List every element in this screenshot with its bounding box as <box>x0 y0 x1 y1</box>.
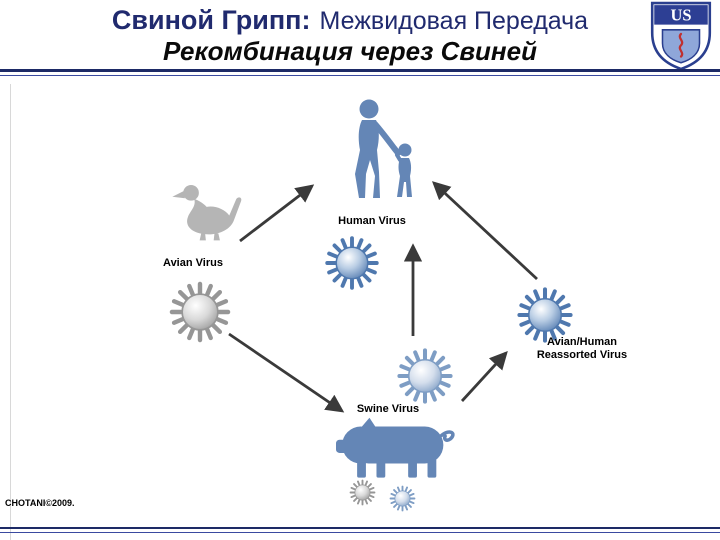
small-virus-icon-1 <box>348 478 377 507</box>
reassorted-virus-label-line1: Avian/Human <box>547 336 617 348</box>
shield-top-band <box>654 5 708 25</box>
left-edge-line <box>10 84 11 540</box>
reassorted-virus-label-line2: Reassorted Virus <box>536 349 628 361</box>
swine-virus-label: Swine Virus <box>356 403 420 415</box>
page-subtitle: Рекомбинация через Свиней <box>163 36 537 66</box>
top-rule <box>0 69 720 76</box>
shield-monogram: US <box>670 6 691 25</box>
avian-virus-label: Avian Virus <box>163 257 223 269</box>
human-virus-icon <box>322 233 382 293</box>
caduceus-icon <box>678 32 684 58</box>
adult-and-child-silhouette-icon <box>355 99 412 198</box>
swine-virus-icon <box>389 340 461 412</box>
page-title: Свиной Грипп: Межвидовая Передача <box>0 5 700 36</box>
duck-silhouette-icon <box>172 185 242 241</box>
transmission-arrows <box>228 181 538 413</box>
arrow-reassorted-to-human <box>432 181 538 281</box>
small-virus-icon-2 <box>388 484 417 513</box>
human-virus-label: Human Virus <box>338 215 406 227</box>
arrow-swine-to-reassorted <box>460 350 508 402</box>
reassorted-virus-label: Avian/Human Reassorted Virus <box>507 336 657 362</box>
university-shield-logo: US <box>650 1 712 71</box>
arrow-avian-to-swine <box>228 332 345 413</box>
bottom-rule <box>0 527 720 533</box>
credit-text: CHOTANI©2009. <box>5 498 75 508</box>
page-title-rest: Межвидовая Передача <box>319 7 589 35</box>
pig-silhouette-icon <box>336 417 455 478</box>
arrow-avian-to-human <box>239 184 315 243</box>
avian-virus-icon <box>160 272 239 351</box>
page-title-bold: Свиной Грипп: <box>111 5 311 35</box>
